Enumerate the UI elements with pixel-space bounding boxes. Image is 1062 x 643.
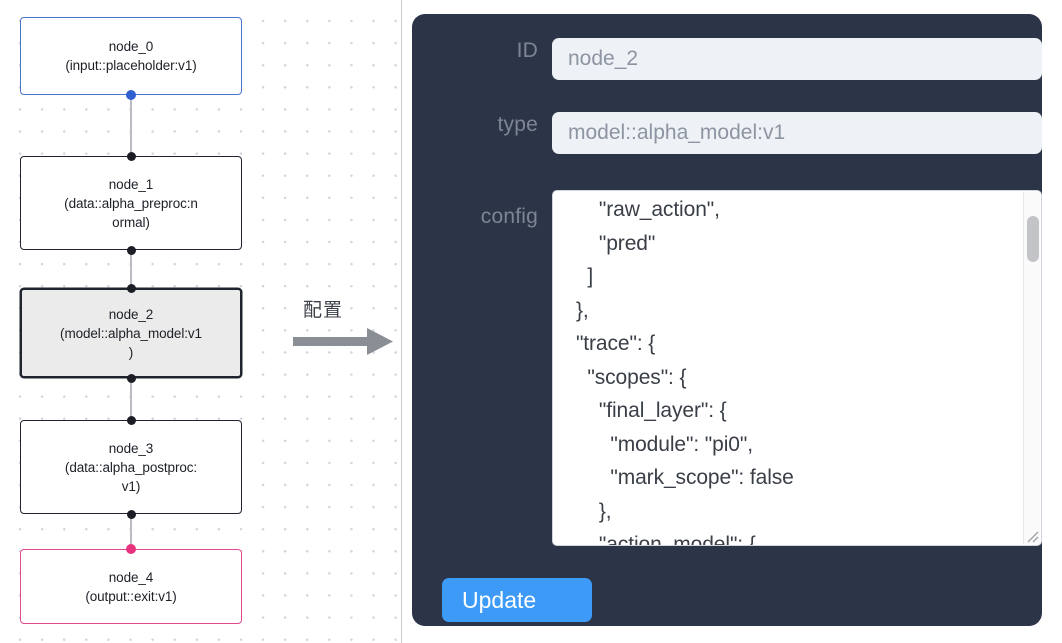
- node-handle-target-node_2[interactable]: [126, 283, 136, 293]
- config-field-label: config: [480, 205, 538, 228]
- node-handle-source-node_2[interactable]: [126, 373, 136, 383]
- config-scrollbar-thumb[interactable]: [1027, 216, 1039, 262]
- type-input[interactable]: [552, 112, 1042, 154]
- node-label: node_2 (model::alpha_model:v1 ): [60, 306, 202, 360]
- update-button[interactable]: Update: [442, 578, 592, 622]
- annotation-arrow-group: 配置: [293, 295, 397, 357]
- node-label: node_1 (data::alpha_preproc:n ormal): [64, 176, 198, 230]
- graph-node-node_1[interactable]: node_1 (data::alpha_preproc:n ormal): [20, 156, 242, 250]
- edge-node2-node3: [130, 378, 132, 420]
- config-scrollbar-track[interactable]: [1023, 192, 1040, 544]
- node-handle-target-node_3[interactable]: [126, 415, 136, 425]
- graph-canvas[interactable]: node_0 (input::placeholder:v1) node_1 (d…: [0, 0, 402, 643]
- type-field-label: type: [497, 113, 538, 136]
- graph-node-node_4[interactable]: node_4 (output::exit:v1): [20, 549, 242, 624]
- config-textarea-content[interactable]: "raw_action", "pred" ] }, "trace": { "sc…: [575, 198, 794, 546]
- node-handle-source-node_1[interactable]: [126, 245, 136, 255]
- node-handle-target-node_4[interactable]: [126, 544, 136, 554]
- config-textarea[interactable]: "raw_action", "pred" ] }, "trace": { "sc…: [552, 190, 1042, 546]
- field-row-type: type: [430, 112, 1042, 154]
- id-input[interactable]: [552, 38, 1042, 80]
- edge-node1-node2: [130, 250, 132, 288]
- node-handle-source-node_0[interactable]: [126, 90, 136, 100]
- graph-node-node_0[interactable]: node_0 (input::placeholder:v1): [20, 17, 242, 95]
- node-label: node_3 (data::alpha_postproc: v1): [64, 440, 198, 494]
- field-row-config: config "raw_action", "pred" ] }, "trace"…: [420, 190, 1042, 546]
- field-row-id: ID: [474, 38, 1042, 80]
- resize-handle-icon[interactable]: [1023, 527, 1039, 543]
- edge-node3-node4: [130, 514, 132, 549]
- node-handle-source-node_3[interactable]: [126, 509, 136, 519]
- node-handle-target-node_1[interactable]: [126, 151, 136, 161]
- arrow-right-icon: [293, 328, 393, 355]
- edge-node0-node1: [130, 95, 132, 156]
- graph-node-node_3[interactable]: node_3 (data::alpha_postproc: v1): [20, 420, 242, 514]
- node-config-panel: ID type config "raw_action", "pred" ] },…: [412, 14, 1042, 626]
- id-field-label: ID: [516, 39, 538, 62]
- node-label: node_4 (output::exit:v1): [85, 569, 177, 604]
- arrow-caption: 配置: [303, 299, 344, 321]
- graph-node-node_2[interactable]: node_2 (model::alpha_model:v1 ): [20, 288, 242, 378]
- node-label: node_0 (input::placeholder:v1): [65, 39, 197, 73]
